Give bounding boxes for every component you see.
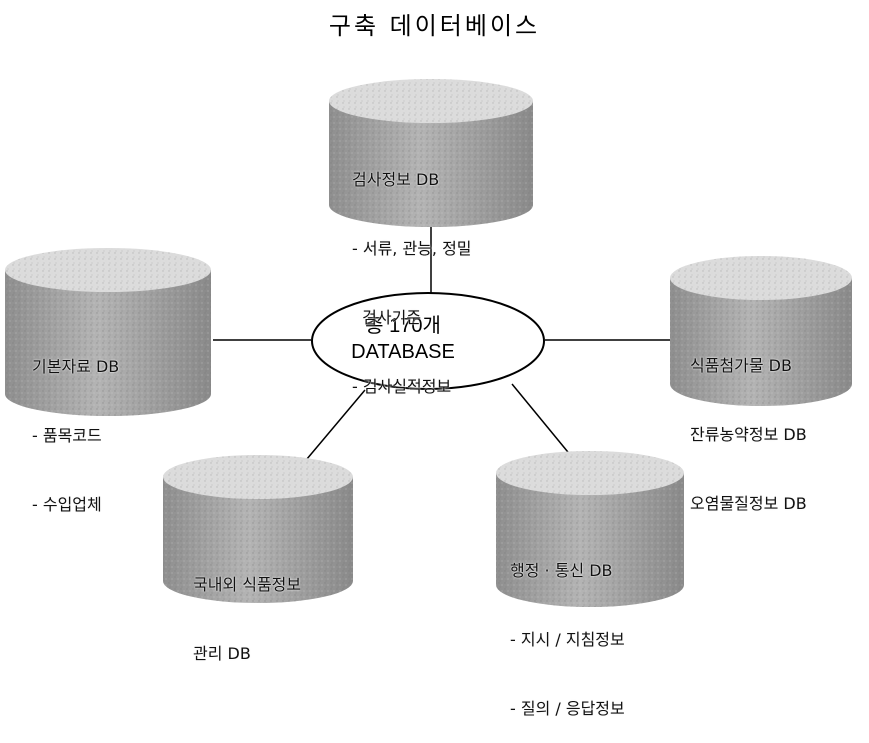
db-label-line: - 검사실적정보 [352, 377, 452, 396]
db-label-food-info: 국내외 식품정보 관리 DB [193, 527, 301, 688]
db-label-line: - 수입업체 [32, 495, 102, 514]
db-label-line: 검사정보 DB [352, 170, 440, 189]
hub-count-text: 총 170개 [365, 315, 441, 337]
db-label-inspection: 검사정보 DB - 서류, 관능, 정밀 검사기준 - 검사실적정보 [352, 122, 472, 421]
db-label-line: 오염물질정보 DB [690, 494, 807, 513]
db-label-basic-data: 기본자료 DB - 품목코드 - 수입업체 [32, 309, 119, 539]
database-cylinder-top [329, 79, 533, 227]
database-cylinder-left [5, 248, 211, 416]
database-diagram [5, 79, 852, 607]
db-label-line: - 질의 / 응답정보 [510, 699, 625, 718]
database-cylinder-right [670, 256, 852, 406]
db-label-line: 검사기준 [352, 308, 422, 327]
database-cylinder-bottom-right [496, 451, 684, 607]
db-label-line: - 지시 / 지침정보 [510, 630, 625, 649]
db-label-line: 관리 DB [193, 644, 251, 663]
db-label-line: 국내외 식품정보 [193, 575, 302, 594]
db-label-line: - 서류, 관능, 정밀 [352, 239, 472, 258]
db-label-line: 기본자료 DB [32, 357, 120, 376]
database-cylinder-bottom-left [163, 455, 353, 603]
db-label-line: 행정 · 통신 DB [510, 561, 613, 580]
db-label-line: 잔류농약정보 DB [690, 425, 807, 444]
db-label-line: - 품목코드 [32, 426, 102, 445]
central-hub-label: 총 170개 DATABASE [312, 313, 494, 365]
db-label-additives: 식품첨가물 DB 잔류농약정보 DB 오염물질정보 DB [690, 308, 807, 538]
db-label-admin-comm: 행정 · 통신 DB - 지시 / 지침정보 - 질의 / 응답정보 [510, 513, 625, 743]
central-hub-ellipse [311, 292, 545, 390]
connector-bottom-right [511, 383, 573, 458]
hub-database-text: DATABASE [351, 341, 455, 363]
diagram-title: 구축 데이터베이스 [328, 12, 541, 40]
db-label-line: 식품첨가물 DB [690, 356, 792, 375]
